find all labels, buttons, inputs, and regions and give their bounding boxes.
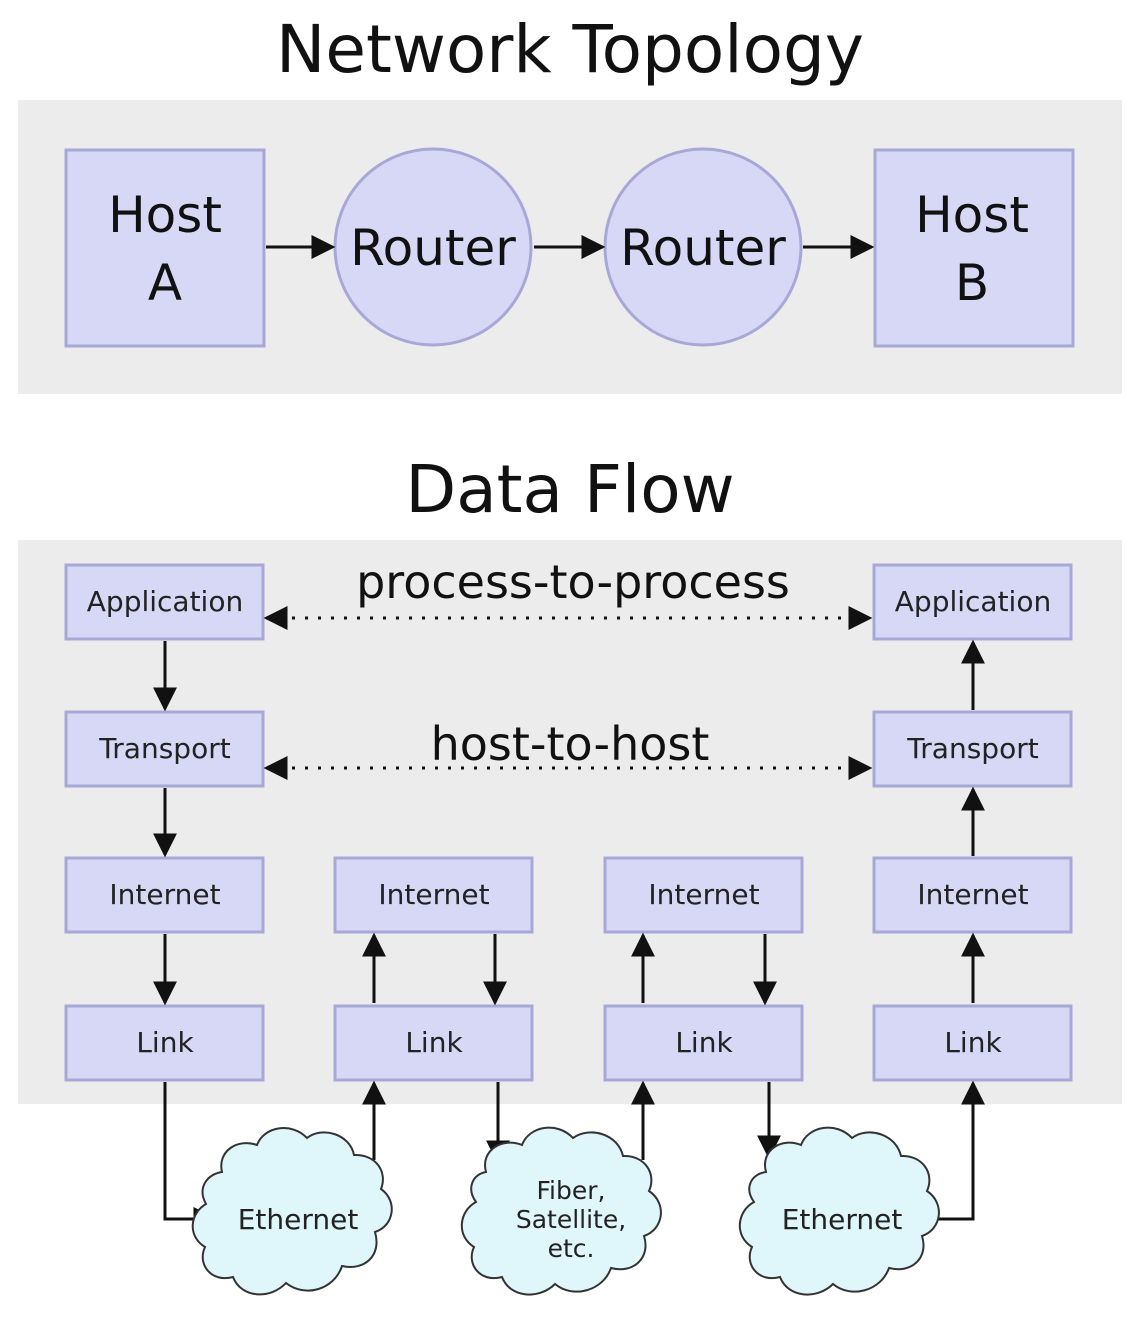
left-transport-box	[64, 710, 265, 788]
right-application-label: Application	[895, 585, 1051, 618]
fiber-satellite-cloud	[460, 1126, 662, 1296]
left-link-box	[64, 1004, 265, 1082]
middle-left-link-box	[333, 1004, 534, 1082]
middle-right-link-box	[603, 1004, 804, 1082]
middle-left-internet-box	[333, 856, 534, 934]
left-application-label: Application	[87, 585, 243, 618]
middle-right-internet-label: Internet	[648, 878, 759, 911]
right-link-label: Link	[944, 1026, 1002, 1059]
router-two-label: Router	[620, 219, 786, 277]
fiber-label-line-2: Satellite,	[516, 1205, 626, 1234]
right-internet-label: Internet	[917, 878, 1028, 911]
ethernet-cloud-left	[191, 1127, 393, 1296]
right-transport-label: Transport	[906, 732, 1038, 765]
left-internet-box	[64, 856, 265, 934]
middle-left-link-label: Link	[405, 1026, 463, 1059]
right-transport-box	[872, 710, 1073, 788]
left-link-label: Link	[136, 1026, 194, 1059]
middle-left-internet-label: Internet	[378, 878, 489, 911]
middle-right-link-label: Link	[675, 1026, 733, 1059]
left-application-box	[64, 563, 265, 641]
ethernet-cloud-right	[738, 1126, 940, 1296]
network-topology-title: Network Topology	[276, 11, 864, 88]
fiber-label-line-1: Fiber,	[537, 1176, 606, 1205]
host-a-label-line-2: A	[148, 254, 182, 312]
ethernet-left-label: Ethernet	[238, 1203, 359, 1236]
right-application-box	[872, 563, 1073, 641]
left-transport-label: Transport	[98, 732, 230, 765]
host-b-label-line-2: B	[955, 254, 989, 312]
middle-right-internet-box	[603, 856, 804, 934]
right-internet-box	[872, 856, 1073, 934]
host-b-node	[873, 148, 1075, 348]
ethernet-right-label: Ethernet	[782, 1203, 903, 1236]
left-internet-label: Internet	[109, 878, 220, 911]
fiber-label-line-3: etc.	[548, 1234, 595, 1263]
ethernet-to-right-link-arrow	[931, 1080, 985, 1221]
host-b-label-line-1: Host	[915, 186, 1029, 244]
router-one-label: Router	[350, 219, 516, 277]
host-a-label-line-1: Host	[108, 186, 222, 244]
right-link-box	[872, 1004, 1073, 1082]
process-to-process-label: process-to-process	[356, 555, 790, 609]
host-a-node	[64, 148, 266, 348]
data-flow-title: Data Flow	[405, 451, 734, 528]
host-to-host-label: host-to-host	[431, 717, 710, 771]
